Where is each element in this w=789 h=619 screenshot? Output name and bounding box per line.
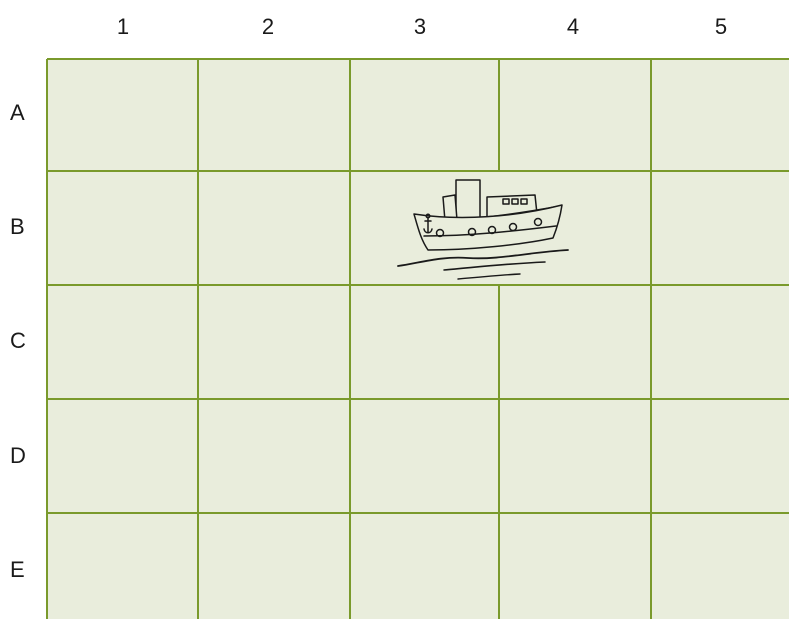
grid-background: [47, 58, 789, 619]
ship-funnel-big: [456, 180, 480, 220]
